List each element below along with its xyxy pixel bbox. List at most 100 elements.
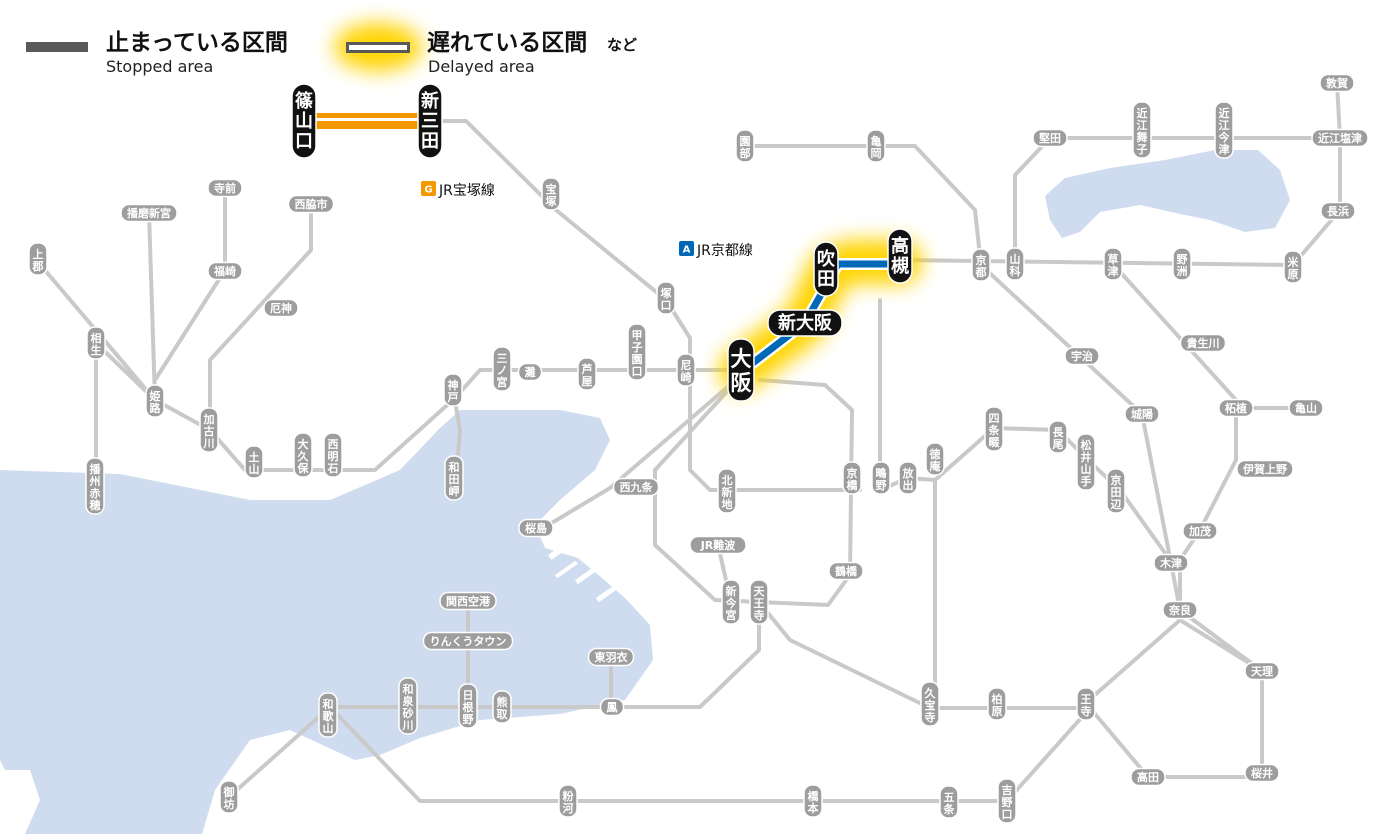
station-label: 相生 (91, 331, 102, 357)
station-pill (492, 690, 512, 724)
station-label: 久宝寺 (925, 686, 937, 724)
station-joyo: 城陽 (1124, 404, 1160, 424)
station-label: 和田岬 (449, 460, 460, 498)
station-pill (120, 203, 178, 223)
station-label: 敦賀 (1326, 76, 1348, 90)
station-label: 鴫野 (876, 466, 887, 492)
legend-delayed-sub: Delayed area (428, 57, 535, 76)
station-omishiotsu: 近江塩津 (1311, 128, 1369, 148)
legend-stopped-swatch (26, 42, 88, 52)
station-label: 橋本 (808, 789, 820, 815)
line-label-takarazuka: G JR宝塚線 (418, 178, 518, 200)
station-osaka: 大阪 (727, 338, 755, 402)
station-label: 播磨新宮 (127, 206, 171, 220)
station-pill (1048, 420, 1068, 454)
station-label: 奈良 (1168, 603, 1191, 617)
station-pill (717, 468, 737, 514)
legend-stopped-title: 止まっている区間 (106, 30, 288, 56)
station-label: 貴生川 (1187, 336, 1220, 350)
station-pill (803, 784, 823, 818)
station-shinsanda: 新三田 (417, 83, 443, 159)
station-label: 柏原 (992, 692, 1003, 718)
track-segment (1178, 618, 1264, 673)
station-pill (587, 647, 635, 667)
station-pill (443, 373, 463, 407)
station-label: 堅田 (1039, 132, 1061, 145)
track-segment (328, 558, 1182, 710)
station-pill (1218, 398, 1254, 418)
station-nara: 奈良 (1162, 600, 1198, 620)
station-pill (1103, 247, 1123, 281)
station-kyobashi: 京橋 (842, 461, 862, 495)
station-pill (28, 242, 48, 276)
station-pill (85, 457, 105, 515)
track-segment (147, 211, 157, 402)
station-pill (828, 561, 864, 581)
station-pill (1153, 553, 1189, 573)
station-rinkutown: りんくうタウン (422, 631, 514, 651)
station-shijonawate: 四条畷 (984, 406, 1004, 452)
station-pill (749, 579, 769, 625)
station-hineno: 日根野 (458, 683, 478, 729)
station-nagao: 長尾 (1048, 420, 1068, 454)
station-label: 天王寺 (754, 585, 766, 622)
line-name-takarazuka: JR宝塚線 (438, 183, 495, 199)
station-pill (1179, 333, 1227, 353)
station-pill (1320, 201, 1356, 221)
station-pill (207, 261, 243, 281)
station-sonobe: 園部 (735, 129, 755, 163)
station-pill (721, 579, 741, 625)
station-tenri: 天理 (1244, 661, 1280, 681)
station-nada: 灘 (517, 362, 543, 382)
station-pill (813, 241, 839, 297)
station-pill (920, 681, 940, 727)
station-pill (1319, 73, 1355, 93)
station-tsuruhashi: 鶴橋 (828, 561, 864, 581)
station-label: 姫路 (150, 389, 162, 415)
legend-delayed-suffix: など (607, 36, 637, 54)
station-pill (263, 298, 299, 318)
station-igaueno: 伊賀上野 (1236, 459, 1294, 479)
station-label: 新三田 (421, 90, 439, 152)
station-label: 高槻 (891, 235, 909, 277)
track-segment (227, 705, 332, 799)
station-pill (984, 406, 1004, 452)
track-segment (538, 370, 747, 532)
legend-delayed-title: 遅れている区間 (427, 30, 587, 56)
station-amagasaki: 尼崎 (676, 353, 696, 387)
station-pill (1311, 128, 1369, 148)
line-badge-a (679, 241, 694, 256)
station-label: 新大阪 (778, 312, 833, 334)
station-label: 粉河 (563, 789, 574, 815)
station-higashihagoromo: 東羽衣 (587, 647, 635, 667)
station-pill (1162, 600, 1198, 620)
station-label: 神戸 (448, 378, 459, 404)
station-suita: 吹田 (813, 241, 839, 297)
station-pill (767, 309, 843, 337)
line-badge-g-text: G (424, 185, 432, 196)
station-label: 西九条 (620, 480, 654, 494)
station-label: 四条畷 (988, 412, 1001, 449)
station-pill (871, 461, 891, 495)
station-label: 上郡 (32, 247, 44, 273)
station-pill (997, 778, 1017, 824)
station-label: 関西空港 (446, 594, 491, 608)
station-pill (199, 407, 219, 453)
station-pill (676, 353, 696, 387)
line-badge-g (421, 181, 436, 196)
station-label: 和歌山 (323, 697, 335, 735)
station-label: 御坊 (223, 785, 235, 811)
station-pill (444, 455, 464, 501)
station-kameyama: 亀山 (1288, 398, 1324, 418)
station-label: 日根野 (463, 689, 475, 726)
station-kobe: 神戸 (443, 373, 463, 407)
station-label: JR難波 (700, 538, 737, 552)
station-himeji: 姫路 (145, 384, 165, 418)
station-label: 和泉砂川 (402, 682, 415, 732)
station-pill (842, 461, 862, 495)
station-pill (1005, 247, 1025, 281)
station-pill (1106, 468, 1126, 514)
station-label: 徳庵 (929, 447, 942, 473)
station-label: 塚口 (661, 286, 672, 312)
station-kibukawa: 貴生川 (1179, 333, 1227, 353)
